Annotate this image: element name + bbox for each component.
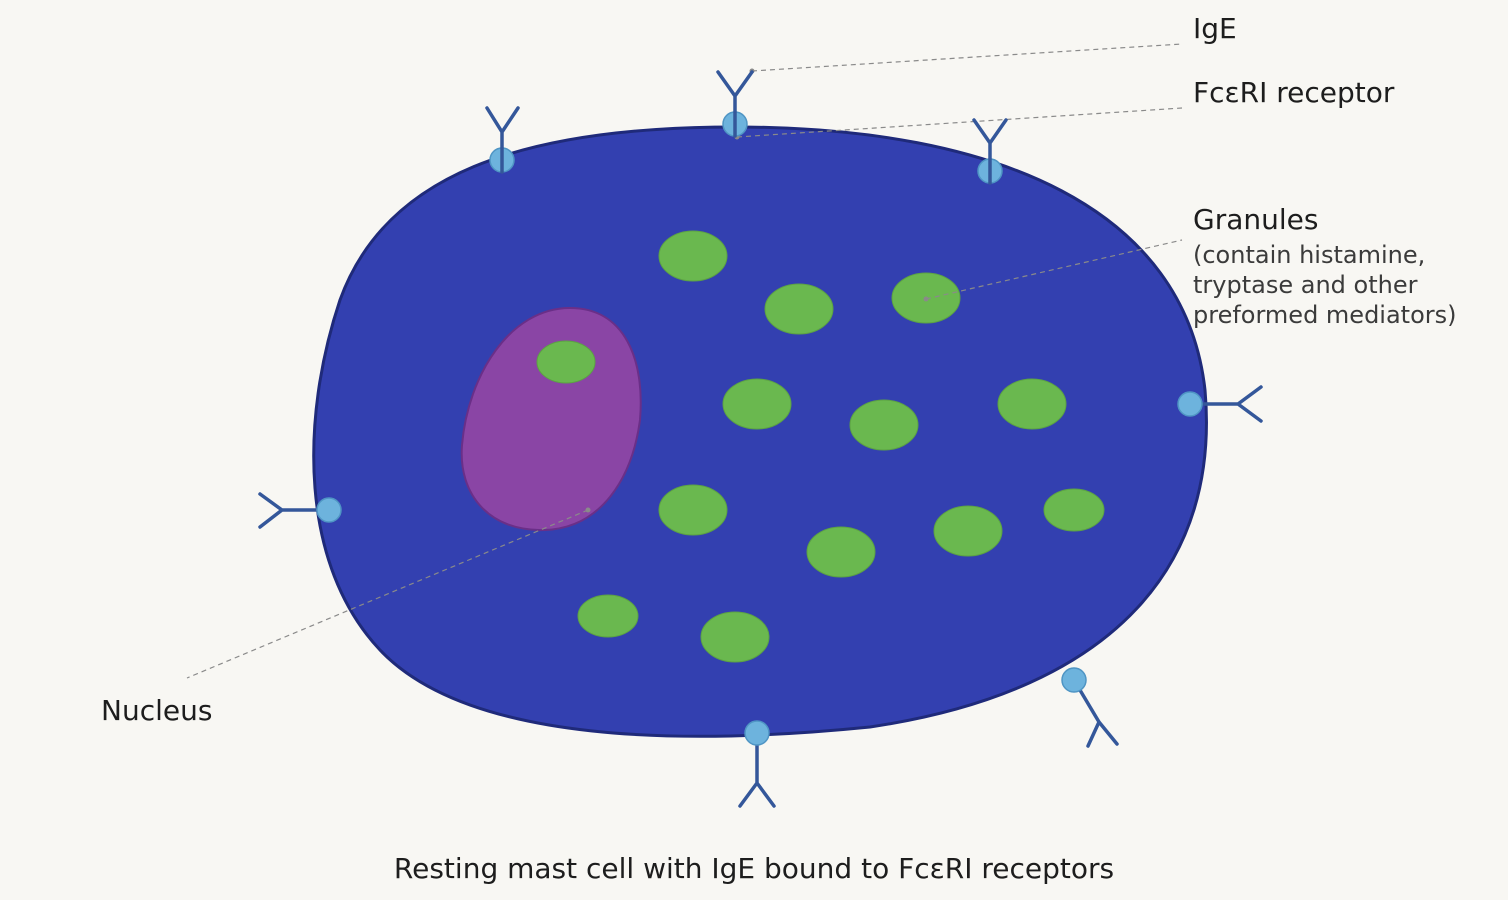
receptor-leader-line <box>736 107 1183 138</box>
granule <box>700 611 770 663</box>
fceri-receptors <box>316 111 1203 746</box>
granule <box>933 505 1003 557</box>
granule <box>806 526 876 578</box>
diagram-caption: Resting mast cell with IgE bound to FcεR… <box>393 852 1115 885</box>
nucleus <box>460 306 642 532</box>
granule <box>849 399 919 451</box>
granule <box>997 378 1067 430</box>
granules-detail-line-2: tryptase and other <box>1193 271 1418 299</box>
mast-cell-body <box>312 125 1208 738</box>
fceri-receptor <box>1177 391 1203 417</box>
granule <box>536 340 596 384</box>
leader-lines <box>186 43 1183 679</box>
nucleus-label: Nucleus <box>101 694 213 727</box>
antibody-stems <box>500 110 992 185</box>
granule <box>764 283 834 335</box>
granules-leader-line <box>925 239 1183 300</box>
granule <box>658 484 728 536</box>
fceri-receptor <box>744 720 770 746</box>
granule <box>658 230 728 282</box>
granules-detail-line-1: (contain histamine, <box>1193 241 1426 269</box>
granule <box>577 594 639 638</box>
granules-label: Granules <box>1193 203 1319 236</box>
granules-detail-line-3: preformed mediators) <box>1193 301 1457 329</box>
granule <box>722 378 792 430</box>
granule <box>1043 488 1105 532</box>
fceri-receptor-label: FcεRI receptor <box>1193 76 1395 109</box>
ige-leader-line <box>751 43 1183 72</box>
fceri-receptor <box>316 497 342 523</box>
ige-label: IgE <box>1193 12 1237 45</box>
fceri-receptor <box>1061 667 1087 693</box>
granules-group <box>536 230 1105 663</box>
nucleus-leader-line <box>186 509 589 679</box>
